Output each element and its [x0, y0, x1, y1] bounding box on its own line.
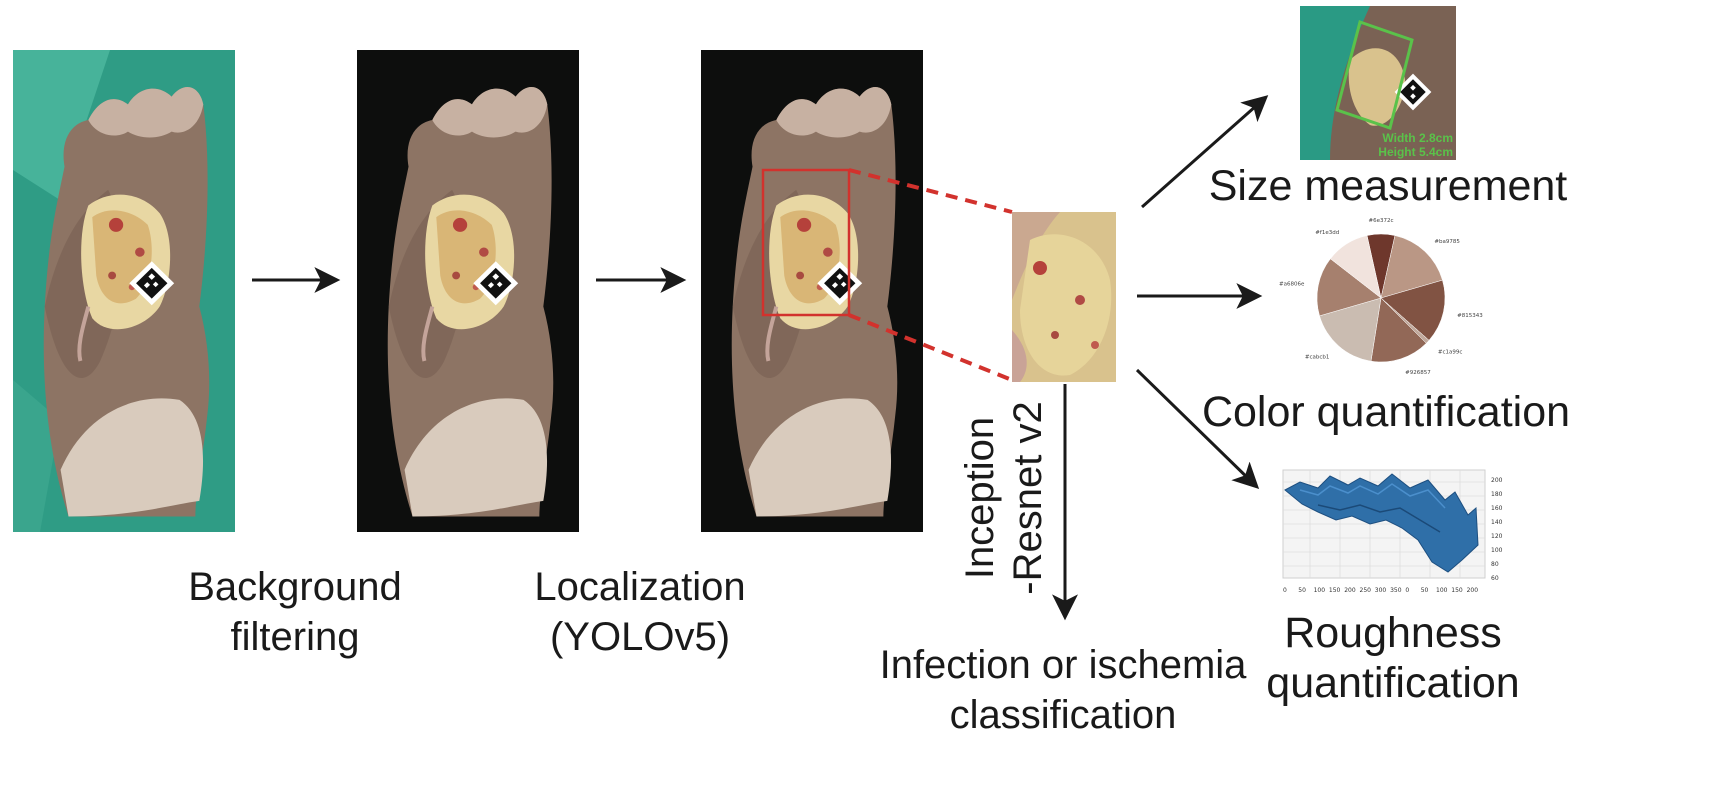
pie-slice-7 [1330, 235, 1382, 299]
z-tick-label: 140 [1491, 519, 1503, 526]
pie-label-6: #a6806e [1279, 281, 1305, 287]
pie-slice-4 [1370, 297, 1427, 363]
color-pie-chart: #6e372c #ba9785 #815343 #c1a99c #926857 #cabc… [1279, 218, 1483, 376]
z-tick-label: 80 [1491, 561, 1499, 568]
label-roughness-line2: quantification [1266, 659, 1519, 707]
label-localization-line2: (YOLOv5) [550, 615, 730, 659]
z-tick-label: 180 [1491, 491, 1503, 498]
xy-tick-label: 200 [1344, 587, 1356, 594]
label-background-filtering-line1: Background [188, 565, 401, 609]
pie-slice-6 [1316, 258, 1382, 317]
label-classification: Infection or ischemia classification [880, 643, 1248, 737]
label-roughness-line1: Roughness [1284, 609, 1502, 657]
xy-tick-label: 50 [1421, 587, 1429, 594]
label-classification-line2: classification [950, 693, 1177, 737]
xy-tick-label: 200 [1467, 587, 1479, 594]
arrow-to-size [1141, 95, 1269, 209]
label-model: Inception -Resnet v2 [958, 401, 1050, 594]
background-filtered-photo [357, 50, 579, 532]
xy-tick-label: 150 [1451, 587, 1463, 594]
z-tick-label: 160 [1491, 505, 1503, 512]
cropped-wound [1012, 212, 1116, 382]
z-tick-label: 200 [1491, 477, 1503, 484]
size-width-readout: Width 2.8cm [1382, 131, 1453, 145]
arrow-to-roughness [1135, 368, 1260, 490]
label-model-line2: -Resnet v2 [1006, 401, 1050, 594]
xy-tick-label: 100 [1314, 587, 1326, 594]
xy-tick-label: 0 [1405, 587, 1409, 594]
xy-tick-label: 300 [1375, 587, 1387, 594]
pie-label-7: #f1e3dd [1315, 230, 1339, 236]
pie-label-5: #cabcb1 [1305, 355, 1330, 361]
pie-slice-1 [1380, 235, 1443, 299]
original-photo [13, 50, 235, 532]
pie-label-1: #ba9785 [1434, 239, 1460, 245]
zoom-line-top [848, 168, 1013, 214]
pie-slice-5 [1319, 297, 1382, 362]
label-model-line1: Inception [958, 417, 1002, 579]
pie-label-0: #6e372c [1368, 218, 1393, 224]
label-color-quantification: Color quantification [1202, 388, 1570, 436]
label-size-measurement: Size measurement [1209, 162, 1568, 210]
xy-tick-label: 50 [1298, 587, 1306, 594]
label-background-filtering-line2: filtering [231, 615, 360, 659]
xy-tick-label: 250 [1360, 587, 1372, 594]
yolo-bounding-box [761, 168, 851, 317]
label-roughness: Roughness quantification [1266, 609, 1519, 707]
z-tick-label: 120 [1491, 533, 1503, 540]
size-box [1335, 20, 1414, 130]
pie-label-2: #815343 [1457, 313, 1483, 319]
pie-label-3: #c1a99c [1438, 349, 1463, 355]
pie-label-4: #926857 [1405, 370, 1431, 376]
xy-tick-label: 100 [1436, 587, 1448, 594]
size-measurement-image: Width 2.8cm Height 5.4cm [1300, 6, 1456, 160]
size-height-readout: Height 5.4cm [1378, 145, 1453, 159]
label-background-filtering: Background filtering [188, 565, 401, 659]
localization-photo [701, 50, 1013, 532]
label-classification-line1: Infection or ischemia [880, 643, 1248, 687]
z-tick-label: 60 [1491, 575, 1499, 582]
label-localization: Localization (YOLOv5) [534, 565, 745, 659]
pie-slice-2 [1380, 279, 1446, 341]
xy-tick-label: 0 [1283, 587, 1287, 594]
zoom-line-bottom [848, 313, 1013, 382]
xy-tick-label: 350 [1390, 587, 1402, 594]
label-localization-line1: Localization [534, 565, 745, 609]
z-tick-label: 100 [1491, 547, 1503, 554]
xy-tick-label: 150 [1329, 587, 1341, 594]
